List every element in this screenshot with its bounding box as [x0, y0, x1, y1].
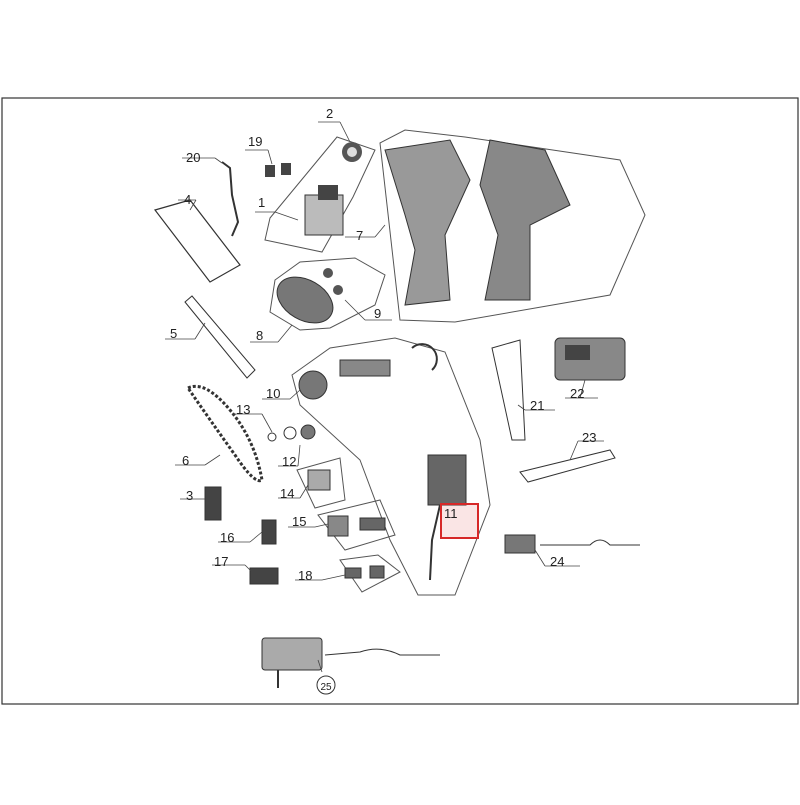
highlight-box[interactable]	[440, 503, 479, 539]
callout-label-7: 7	[356, 228, 363, 243]
part-25-charger	[261, 637, 440, 688]
part-15-trigger	[327, 515, 386, 537]
part-23-sheath	[519, 449, 616, 483]
callout-label-10: 10	[266, 386, 280, 401]
callout-label-2: 2	[326, 106, 333, 121]
part-4-cover	[153, 199, 241, 283]
callout-label-17: 17	[214, 554, 228, 569]
group-outline-15	[317, 499, 396, 551]
group-outline-1	[264, 136, 376, 253]
part-18-parts	[344, 565, 385, 579]
part-21-grip	[491, 339, 526, 441]
part-1-bracket	[304, 185, 344, 236]
group-outline-10	[291, 337, 491, 596]
callout-label-16: 16	[220, 530, 234, 545]
callout-label-1: 1	[258, 195, 265, 210]
part-7-housing	[384, 139, 571, 306]
part-2-knob	[342, 142, 362, 162]
part-13-washers	[267, 424, 316, 442]
part-3-block	[204, 486, 222, 521]
part-5-bar	[184, 295, 256, 379]
callout-label-8: 8	[256, 328, 263, 343]
part-17-board	[249, 567, 279, 585]
part-22-battery	[554, 337, 626, 381]
callout-label-3: 3	[186, 488, 193, 503]
callout-label-19: 19	[248, 134, 262, 149]
leader-lines	[165, 121, 604, 673]
part-14-switch	[307, 469, 331, 491]
part-9-nuts	[323, 268, 343, 295]
group-outline-14	[296, 457, 346, 509]
callout-label-11: 11	[444, 506, 458, 521]
part-16-module	[261, 519, 277, 545]
callout-label-5: 5	[170, 326, 177, 341]
callout-label-13: 13	[236, 402, 250, 417]
callout-label-14: 14	[280, 486, 294, 501]
callout-label-4: 4	[184, 192, 191, 207]
part-10-gears	[298, 343, 438, 400]
part-11-motor	[427, 454, 467, 581]
callout-label-24: 24	[550, 554, 564, 569]
callout-label-23: 23	[582, 430, 596, 445]
callout-label-21: 21	[530, 398, 544, 413]
callout-label-20: 20	[186, 150, 200, 165]
group-outline-8	[269, 257, 386, 331]
callout-label-6: 6	[182, 453, 189, 468]
callout-label-12: 12	[282, 454, 296, 469]
callout-label-25: 25	[320, 682, 332, 693]
group-outline-7	[379, 129, 646, 323]
callout-label-9: 9	[374, 306, 381, 321]
group-outline-18	[339, 554, 401, 593]
part-24-charger	[504, 534, 640, 554]
part-20-spring	[221, 161, 240, 237]
part-8-guard	[276, 276, 334, 324]
callout-label-15: 15	[292, 514, 306, 529]
callout-25-circle	[316, 675, 336, 695]
callout-label-22: 22	[570, 386, 584, 401]
part-19-screws	[265, 163, 291, 177]
callout-label-18: 18	[298, 568, 312, 583]
